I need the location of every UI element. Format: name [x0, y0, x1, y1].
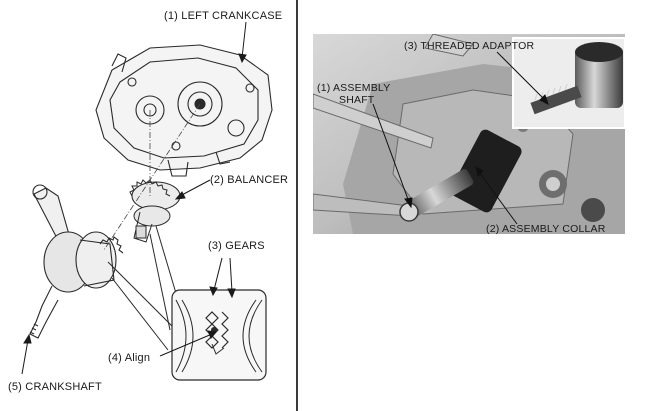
label-gears: (3) GEARS — [208, 240, 265, 252]
label-align: (4) Align — [108, 352, 151, 364]
label-leaders — [21, 21, 247, 375]
left-figure-panel: (1) LEFT CRANKCASE (2) BALANCER (3) GEAR… — [0, 0, 296, 411]
alignment-lines — [103, 103, 201, 251]
label-crankshaft: (5) CRANKSHAFT — [8, 381, 102, 393]
zoom-leaders — [107, 225, 179, 351]
threaded-adaptor-inset — [512, 37, 625, 129]
label-balancer: (2) BALANCER — [210, 174, 289, 186]
label-threaded-adaptor: (3) THREADED ADAPTOR — [404, 40, 535, 52]
balancer-drawing — [129, 179, 181, 243]
right-figure-panel: (3) THREADED ADAPTOR (1) ASSEMBLY SHAFT … — [298, 0, 651, 411]
label-assembly-shaft-line1: (1) ASSEMBLY — [317, 82, 391, 94]
left-crankcase-drawing — [95, 44, 273, 177]
label-assembly-collar: (2) ASSEMBLY COLLAR — [486, 223, 606, 235]
exploded-diagram — [21, 21, 273, 381]
page-divider — [296, 0, 298, 411]
label-left-crankcase: (1) LEFT CRANKCASE — [164, 10, 283, 22]
gear-mesh-inset — [171, 289, 267, 381]
label-assembly-shaft-line2: SHAFT — [339, 94, 375, 106]
crankshaft-drawing — [29, 184, 124, 339]
tool-photo — [313, 34, 625, 234]
